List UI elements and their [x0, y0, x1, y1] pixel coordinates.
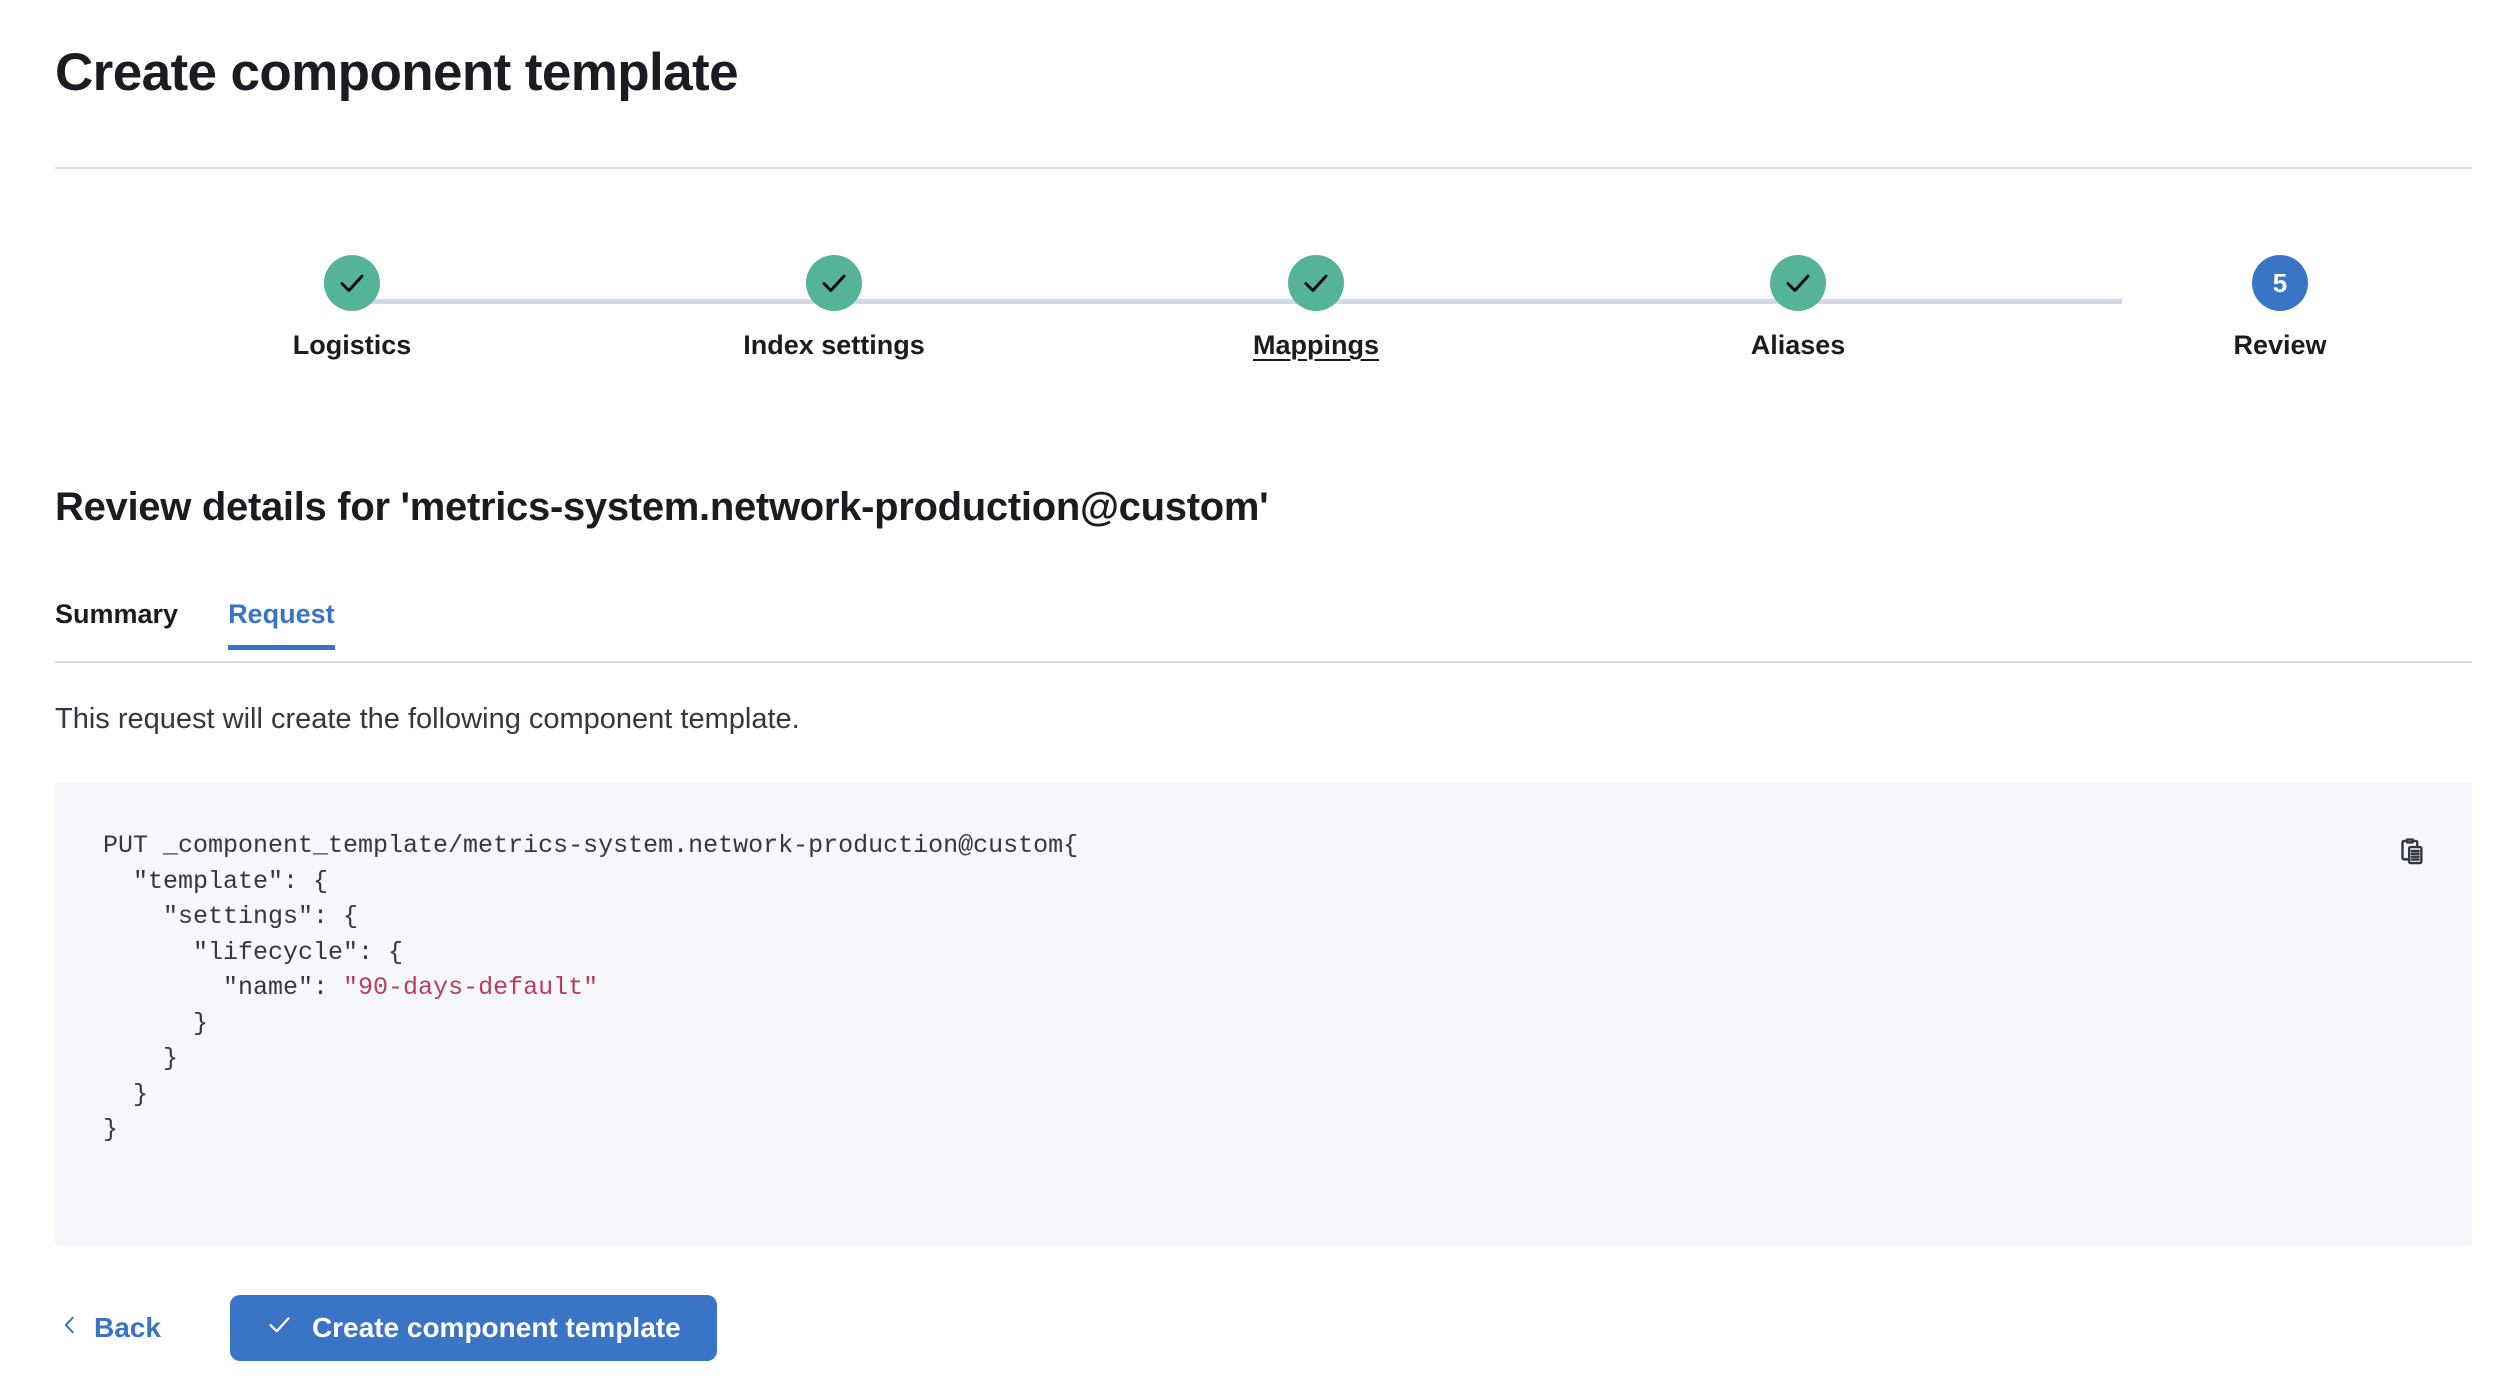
- review-tabs: Summary Request: [55, 599, 2472, 663]
- header-divider: [55, 167, 2472, 169]
- step-status-complete-icon: [1770, 255, 1826, 311]
- chevron-left-icon: [59, 1312, 81, 1345]
- step-connector-line: [352, 299, 2122, 304]
- step-number: 5: [2272, 268, 2288, 298]
- clipboard-icon: [2395, 835, 2429, 872]
- step-label: Index settings: [743, 330, 925, 360]
- request-description: This request will create the following c…: [55, 703, 800, 735]
- step-index-settings[interactable]: Index settings: [664, 255, 1004, 361]
- step-label: Aliases: [1750, 330, 1846, 360]
- step-status-current-badge: 5: [2252, 255, 2308, 311]
- page-title: Create component template: [55, 43, 739, 102]
- wizard-footer: Back Create component template: [55, 1295, 717, 1361]
- step-mappings[interactable]: Mappings: [1146, 255, 1486, 361]
- tab-request[interactable]: Request: [228, 599, 335, 650]
- step-indicator: Logistics Index settings Mappings Aliase…: [55, 255, 2475, 405]
- create-component-template-button-label: Create component template: [311, 1312, 681, 1343]
- step-aliases[interactable]: Aliases: [1628, 255, 1968, 361]
- request-body-suffix: } } } }: [103, 1008, 209, 1144]
- copy-to-clipboard-button[interactable]: [2390, 831, 2434, 875]
- step-label[interactable]: Mappings: [1253, 330, 1379, 360]
- request-body-string-value: "90-days-default": [343, 973, 599, 1002]
- step-status-complete-icon: [1288, 255, 1344, 311]
- step-logistics[interactable]: Logistics: [182, 255, 522, 361]
- step-review[interactable]: 5 Review: [2110, 255, 2450, 361]
- review-heading: Review details for 'metrics-system.netwo…: [55, 485, 1269, 529]
- request-code: PUT _component_template/metrics-system.n…: [103, 828, 1078, 1148]
- request-method-line: PUT _component_template/metrics-system.n…: [103, 831, 1064, 860]
- step-status-complete-icon: [324, 255, 380, 311]
- request-body-prefix: { "template": { "settings": { "lifecycle…: [133, 831, 1079, 1002]
- back-button-label: Back: [94, 1312, 161, 1343]
- request-code-panel: PUT _component_template/metrics-system.n…: [55, 783, 2472, 1245]
- step-label: Logistics: [292, 330, 412, 360]
- step-label: Review: [2233, 330, 2327, 360]
- step-status-complete-icon: [806, 255, 862, 311]
- tab-summary[interactable]: Summary: [55, 599, 178, 648]
- create-component-template-button[interactable]: Create component template: [229, 1295, 717, 1361]
- back-button[interactable]: Back: [55, 1304, 165, 1353]
- check-icon: [266, 1311, 293, 1345]
